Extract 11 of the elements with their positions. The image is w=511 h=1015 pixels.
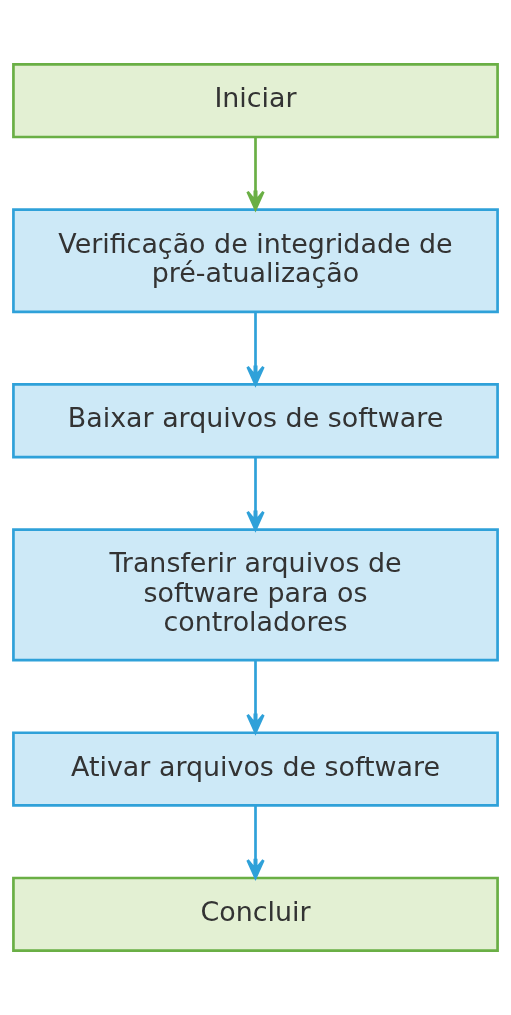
node-box: Iniciar (12, 63, 499, 139)
node-box: Transferir arquivos de software para os controladores (12, 528, 499, 662)
arrow (246, 805, 265, 879)
arrow (246, 311, 265, 386)
node-box: Concluir (12, 876, 499, 952)
node-box: Verificação de integridade de pré-atualização (12, 208, 499, 314)
arrow (246, 457, 265, 531)
node-box: Baixar arquivos de software (12, 383, 499, 459)
arrow (246, 660, 265, 734)
node-box: Ativar arquivos de software (12, 731, 499, 807)
arrow (246, 137, 265, 211)
